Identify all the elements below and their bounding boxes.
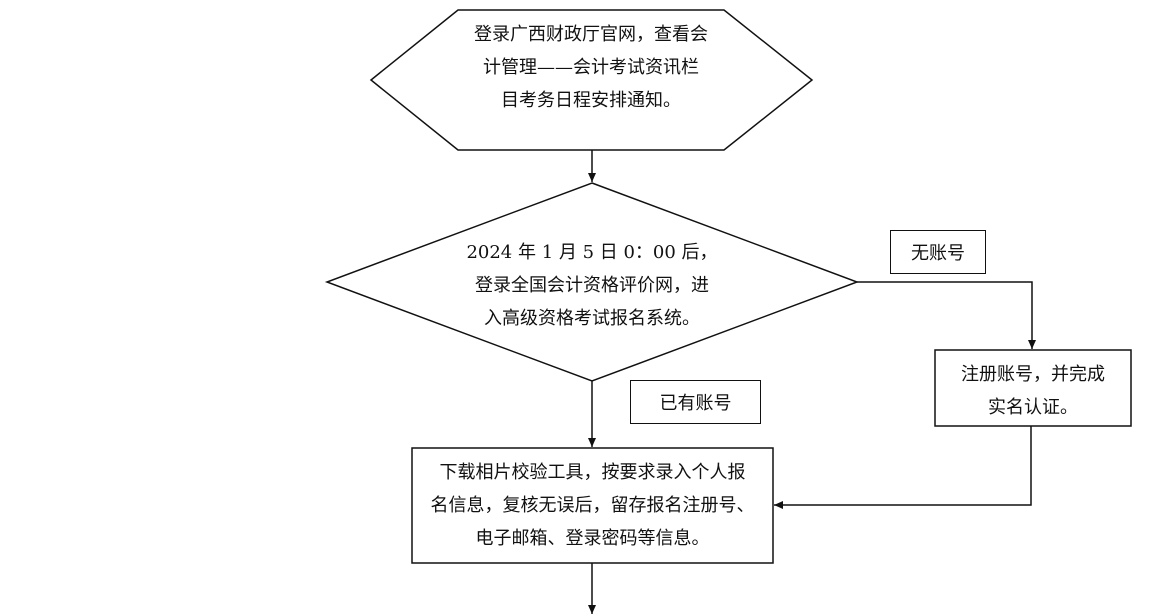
arrow-decision-to-register	[857, 281, 1036, 349]
has-account-label: 已有账号	[630, 380, 761, 424]
start-hexagon-shape	[369, 9, 814, 151]
decision-node-text: 2024 年 1 月 5 日 0：00 后， 登录全国会计资格评价网，进 入高级…	[466, 242, 718, 329]
register-node-text: 注册账号，并完成 实名认证。	[961, 364, 1105, 418]
download-node-text: 下载相片校验工具，按要求录入个人报 名信息，复核无误后，留存报名注册号、 电子邮…	[430, 462, 755, 549]
arrow-register-to-download	[774, 426, 1032, 509]
start-node-text: 登录广西财政厅官网，查看会 计管理——会计考试资讯栏 目考务日程安排通知。	[474, 24, 708, 111]
register-box-shape	[934, 349, 1132, 427]
no-account-label: 无账号	[890, 230, 986, 274]
